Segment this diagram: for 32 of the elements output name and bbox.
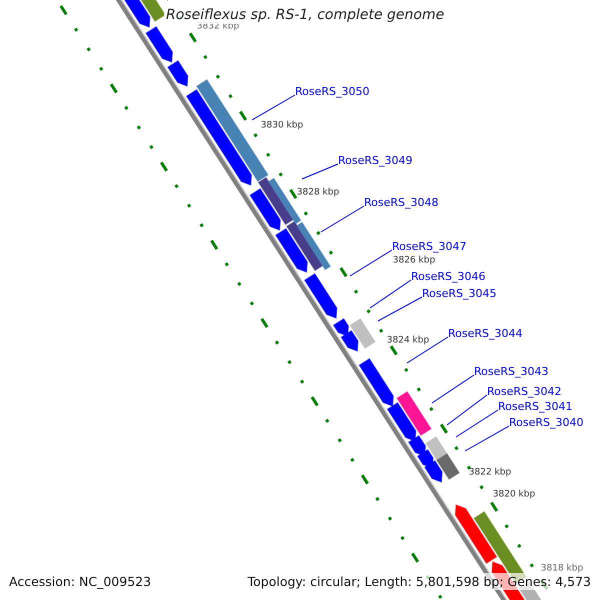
position-label: 3822 kbp	[468, 468, 512, 478]
gene-label: RoseRS_3044	[448, 327, 522, 341]
position-label: 3830 kbp	[260, 120, 304, 132]
leader-line	[252, 94, 296, 120]
position-label: 3826 kbp	[392, 256, 436, 266]
genome-summary: Topology: circular; Length: 5,801,598 bp; Genes: 4,573	[246, 573, 592, 590]
gene-label: RoseRS_3045	[422, 287, 496, 301]
leader-line	[302, 164, 338, 180]
gene-label: RoseRS_3042	[487, 385, 562, 399]
gene-label: RoseRS_3048	[364, 196, 438, 210]
leader-line	[406, 336, 448, 364]
gene-label: RoseRS_3050	[295, 85, 370, 99]
leader-line	[446, 394, 488, 426]
gene-label: RoseRS_3041	[498, 400, 572, 414]
position-label: 3820 kbp	[492, 490, 536, 500]
position-label: 3832 kbp	[196, 22, 240, 32]
gene-label: RoseRS_3043	[474, 365, 548, 379]
position-label: 3818 kbp	[540, 564, 584, 574]
gene-label: RoseRS_3049	[338, 154, 412, 168]
leader-line	[464, 426, 510, 452]
leader-line	[432, 374, 474, 404]
gene-label: RoseRS_3047	[392, 240, 466, 254]
leader-line	[370, 280, 412, 308]
map-title: Roseiflexus sp. RS-1, complete genome	[164, 6, 446, 24]
position-label: 3828 kbp	[296, 188, 340, 198]
position-label: 3824 kbp	[386, 336, 430, 346]
leader-line	[378, 296, 422, 322]
leader-line	[320, 206, 364, 232]
leader-line	[350, 250, 392, 276]
leader-line	[456, 410, 498, 438]
gene-label: RoseRS_3046	[411, 270, 486, 284]
gene-label: RoseRS_3040	[509, 416, 584, 430]
